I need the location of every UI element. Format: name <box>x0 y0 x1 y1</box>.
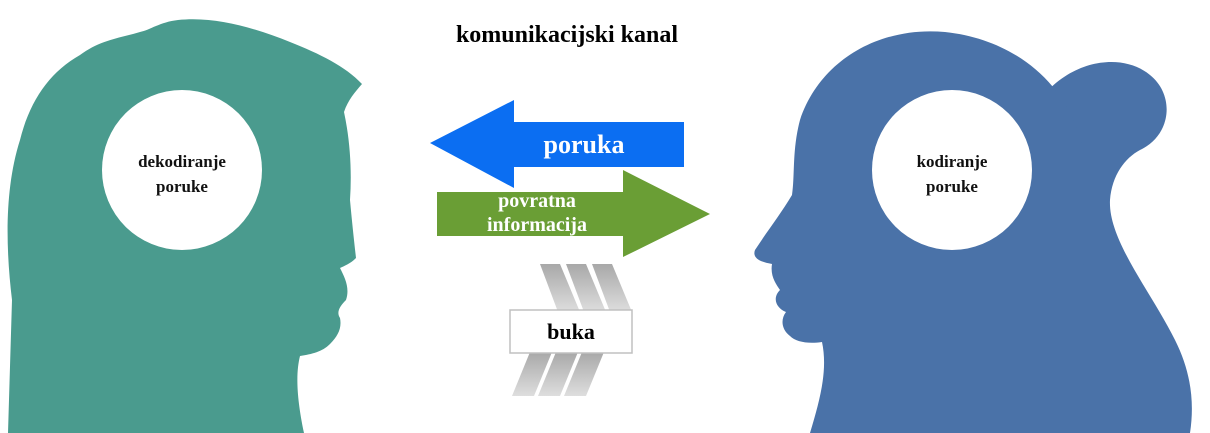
left-head-label-line1: dekodiranje <box>138 152 226 171</box>
noise-stripe-5 <box>538 352 578 396</box>
feedback-arrow-label-line1: povratna <box>498 190 576 212</box>
noise-stripe-1 <box>540 264 580 312</box>
feedback-arrow <box>437 170 710 257</box>
left-head-label-line2: poruke <box>156 177 208 196</box>
channel-title: komunikacijski kanal <box>456 22 678 48</box>
left-head-circle <box>102 90 262 250</box>
noise-stripe-3 <box>592 264 632 312</box>
feedback-arrow-label-line2: informacija <box>487 214 587 236</box>
message-arrow-label: poruka <box>544 130 625 159</box>
noise-label: buka <box>547 319 595 344</box>
noise-stripes <box>512 264 632 396</box>
right-head-label-line2: poruke <box>926 177 978 196</box>
noise-stripe-4 <box>512 352 552 396</box>
right-head-label-line1: kodiranje <box>917 152 988 171</box>
message-arrow <box>430 100 684 188</box>
noise-box <box>509 309 633 354</box>
right-head-circle <box>872 90 1032 250</box>
noise-stripe-6 <box>564 352 604 396</box>
noise-stripe-2 <box>566 264 606 312</box>
